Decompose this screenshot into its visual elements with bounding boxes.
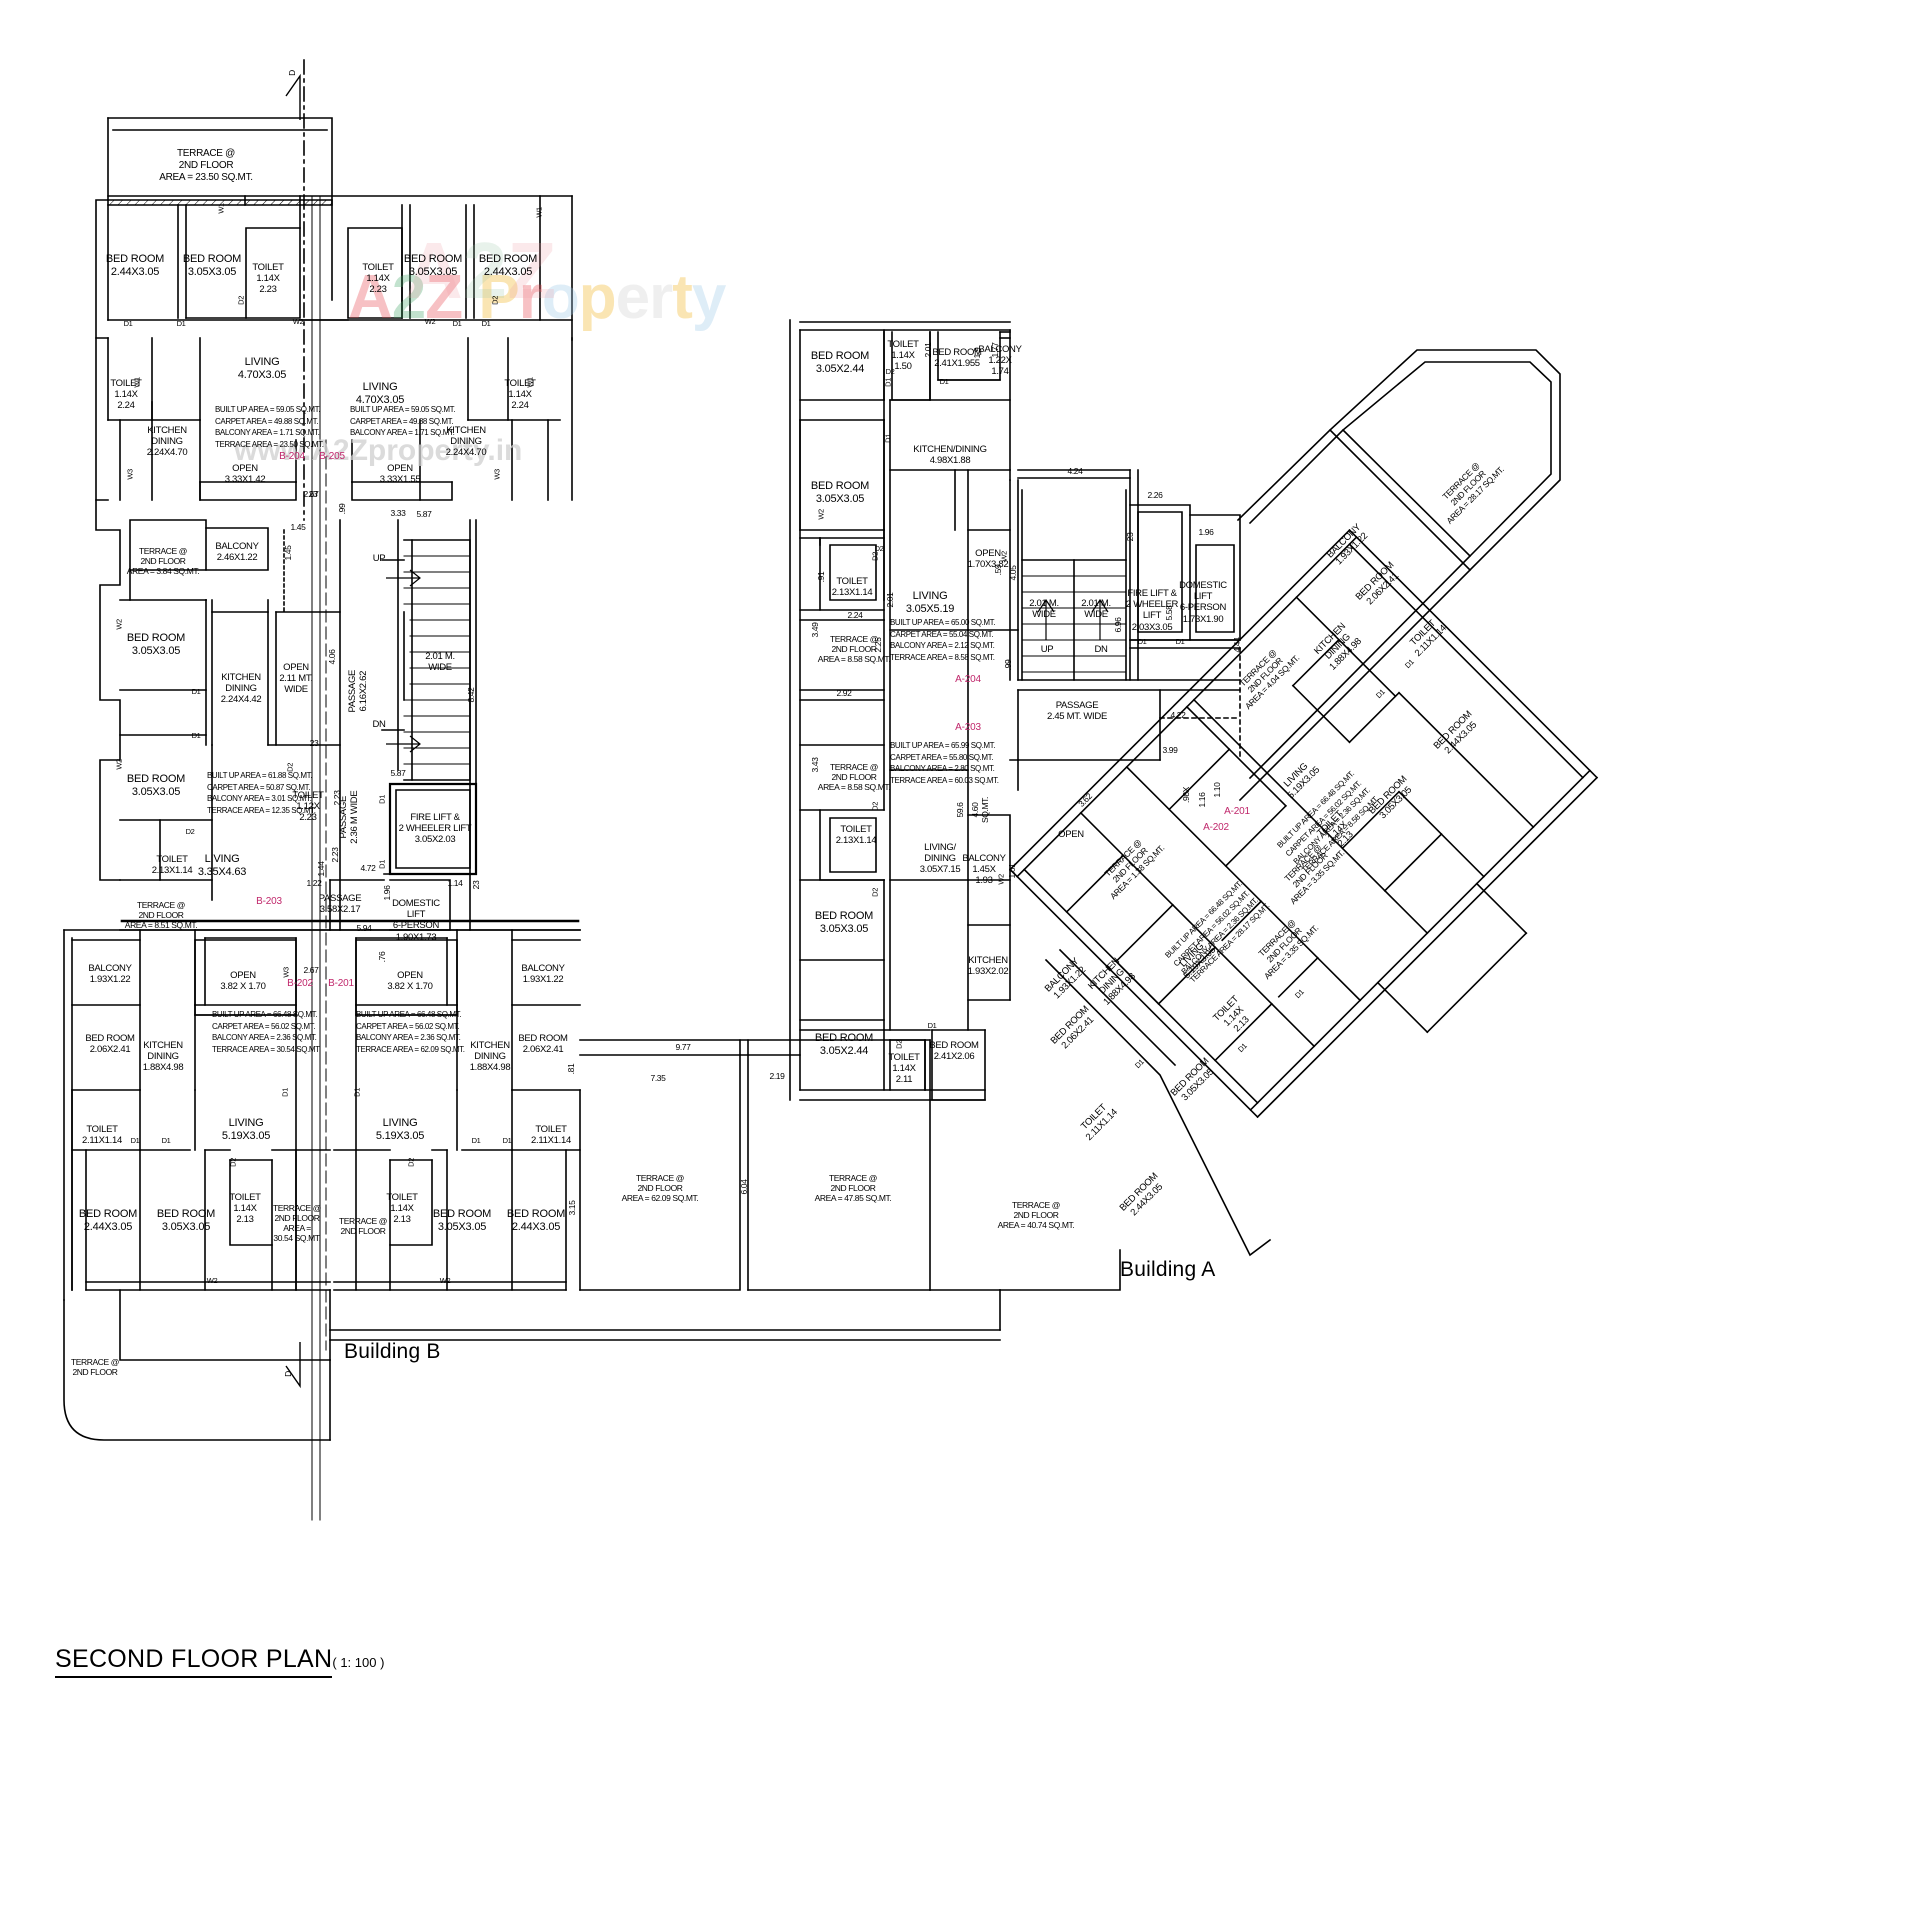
drawing-scale: ( 1: 100 ) [332, 1655, 385, 1670]
page-title: SECOND FLOOR PLAN [55, 1645, 333, 1678]
drawing-title-group: SECOND FLOOR PLAN( 1: 100 ) [55, 1645, 384, 1678]
